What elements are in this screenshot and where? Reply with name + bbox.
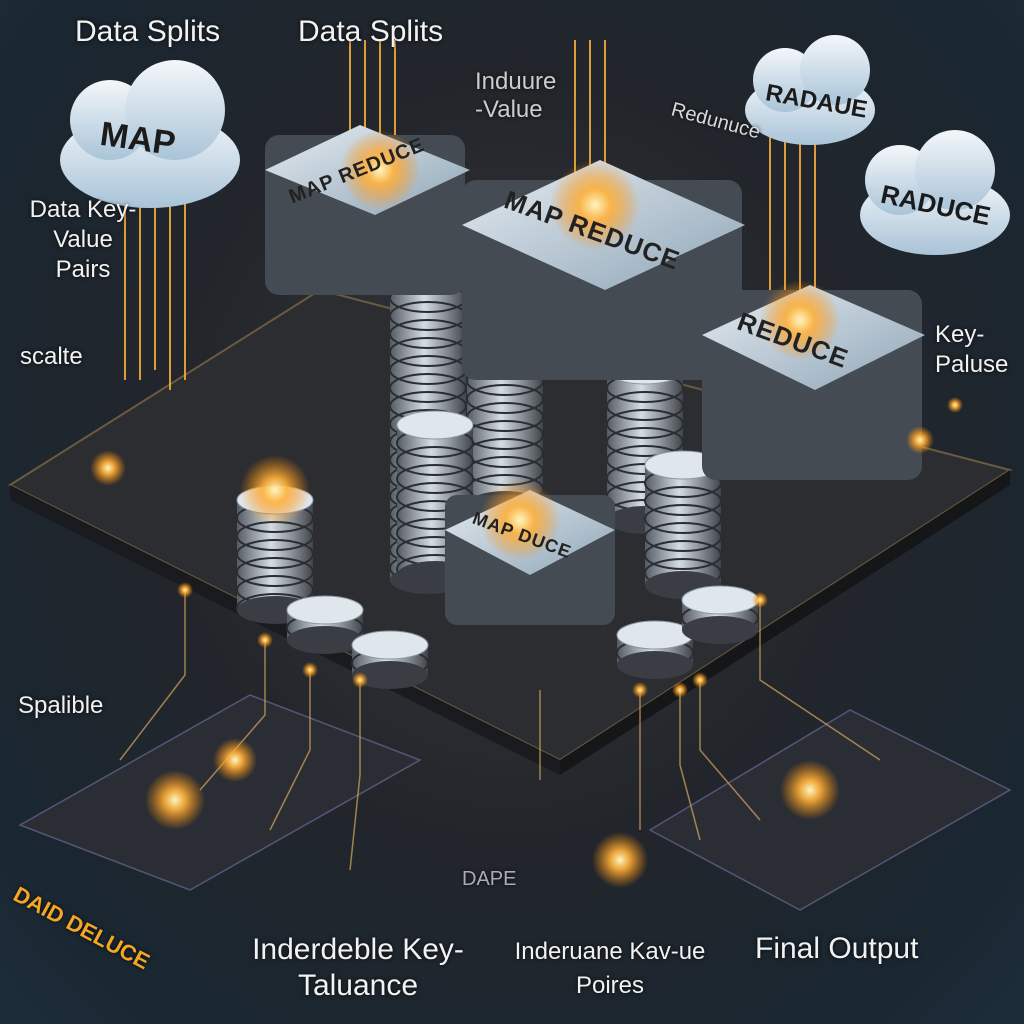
glow-point	[752, 592, 768, 608]
server-stack-top	[681, 585, 759, 615]
glow-point	[692, 672, 708, 688]
server-stack-top	[351, 630, 429, 660]
server-stack-ring	[606, 427, 684, 457]
label-data-kv-pairs: Data Key-Value Pairs	[29, 196, 137, 283]
glow-point	[760, 280, 840, 360]
server-stack-ring	[606, 391, 684, 421]
cloud-raduce-shape	[860, 130, 1010, 255]
glow-point	[177, 582, 193, 598]
server-stack-ring	[396, 464, 474, 494]
glow-point	[213, 738, 257, 782]
cloud-radaue-shape	[745, 35, 875, 145]
server-stack-ring	[644, 486, 722, 516]
label-dape: DAPE	[462, 868, 517, 890]
glow-point	[480, 480, 560, 560]
glow-point	[90, 450, 126, 486]
main-platform-edge	[10, 485, 560, 775]
server-stack-bottom	[352, 661, 428, 689]
cloud-map-shape	[60, 60, 240, 208]
server-stack-top	[616, 620, 694, 650]
server-stack-body	[645, 465, 721, 585]
glow-point	[906, 426, 934, 454]
server-stack-top	[396, 410, 474, 440]
glow-point	[257, 632, 273, 648]
server-stack-bottom	[287, 626, 363, 654]
server-stack-ring	[236, 539, 314, 569]
server-stack-ring	[644, 522, 722, 552]
server-stack-ring	[644, 504, 722, 534]
glow-point	[302, 662, 318, 678]
circuit-trace	[349, 680, 361, 871]
glow-point	[592, 832, 648, 888]
label-inderuane-kav-ue-poires: Inderuane Kav-ue Poires	[514, 938, 706, 999]
circuit-trace	[699, 680, 761, 821]
server-stack-ring	[606, 409, 684, 439]
glow-point	[340, 130, 420, 210]
glow-point	[145, 770, 205, 830]
circuit-trace	[679, 690, 701, 841]
glow-point	[240, 455, 310, 525]
server-stack-bottom	[617, 651, 693, 679]
server-stack-ring	[466, 384, 544, 414]
server-stack-ring	[644, 540, 722, 570]
glow-point	[947, 397, 963, 413]
label-data-splits-2: Data Splits	[298, 15, 444, 48]
server-stack-ring	[236, 557, 314, 587]
label-final-output: Final Output	[755, 932, 919, 965]
left-platform	[18, 694, 422, 891]
main-platform-edge-right	[560, 470, 1010, 775]
server-stack-bottom	[682, 616, 758, 644]
server-stack-ring	[396, 446, 474, 476]
server-stack-ring	[389, 373, 467, 403]
glow-point	[632, 682, 648, 698]
label-key-paluse: Key-Paluse	[935, 321, 1009, 378]
circuit-trace	[269, 670, 311, 831]
label-induure-value: Induure -Value	[475, 68, 557, 123]
circuit-trace	[759, 600, 881, 761]
glow-point	[780, 760, 840, 820]
circuit-trace	[119, 590, 186, 761]
label-data-splits-1: Data Splits	[75, 15, 221, 48]
glow-point	[672, 682, 688, 698]
glow-point	[550, 160, 640, 250]
server-stack-top	[286, 595, 364, 625]
label-spalible: Spalible	[18, 692, 104, 719]
label-inderdeble-key-taluance: Inderdeble Key-Taluance	[252, 933, 464, 1002]
glow-point	[352, 672, 368, 688]
glow-points	[90, 130, 963, 888]
label-scalte: scalte	[20, 343, 83, 370]
